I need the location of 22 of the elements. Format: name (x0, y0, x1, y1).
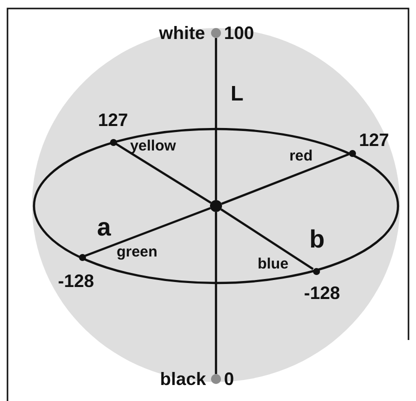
axis-value-label: -128 (304, 284, 340, 302)
axis-value-label: 0 (224, 370, 234, 388)
axis-line (214, 38, 218, 200)
axis-line (115, 142, 212, 204)
axis-value-label: 127 (98, 111, 128, 129)
axis-label: red (289, 148, 313, 164)
axis-label: blue (258, 256, 288, 272)
axis-value-label: -128 (58, 272, 94, 290)
axis-label: L (230, 84, 244, 104)
axis-value-label: black (160, 370, 206, 388)
axis-line (220, 208, 314, 270)
axis-value-label: 100 (224, 24, 254, 42)
axis-line (84, 207, 211, 257)
point-dot (211, 374, 221, 384)
axis-label: a (97, 216, 111, 240)
axis-value-label: white (158, 24, 205, 42)
axis-label: green (116, 244, 158, 260)
axis-label: b (309, 228, 325, 252)
axis-value-label: 127 (359, 131, 390, 149)
axis-line (221, 153, 350, 205)
axis-line (214, 212, 218, 374)
axis-label: yellow (130, 138, 176, 154)
